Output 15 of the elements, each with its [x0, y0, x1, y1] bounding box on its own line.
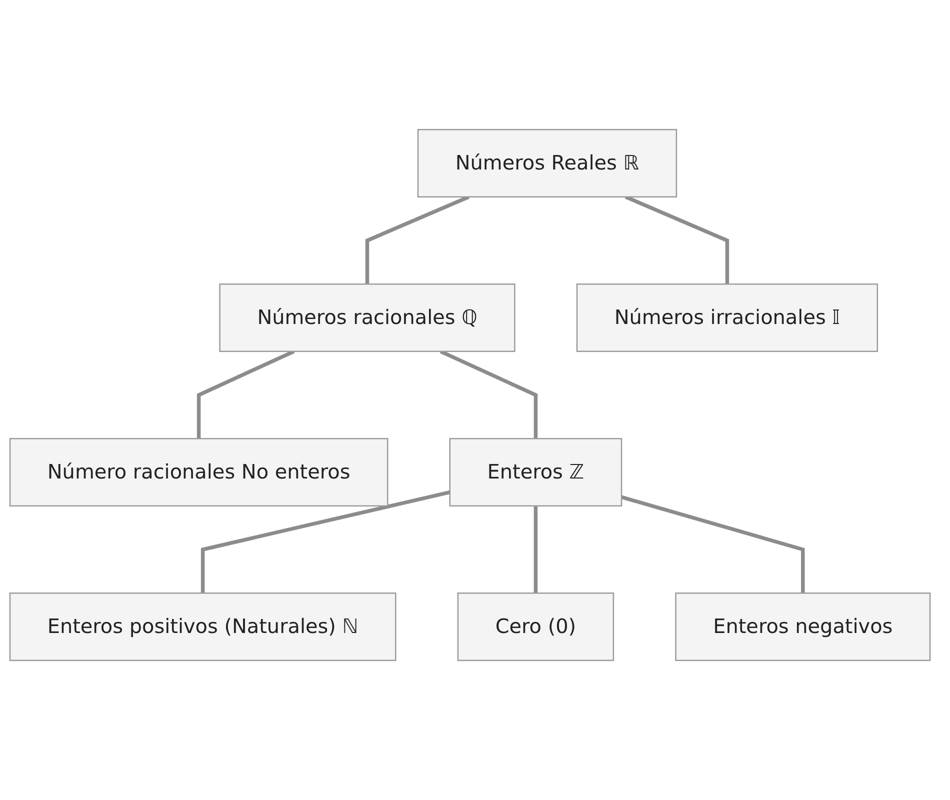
node-box: Número racionales No enteros — [9, 438, 388, 507]
node-box: Enteros positivos (Naturales) ℕ — [9, 592, 396, 662]
connector — [200, 490, 450, 594]
connector — [624, 195, 730, 284]
connector — [365, 195, 470, 284]
node-box: Cero (0) — [457, 592, 614, 662]
connector — [196, 350, 295, 439]
node-box: Números Reales ℝ — [417, 128, 678, 198]
node-box: Números irracionales 𝕀 — [576, 283, 878, 352]
node-box: Enteros ℤ — [449, 438, 622, 507]
connector — [621, 495, 805, 594]
node-box: Números racionales ℚ — [219, 283, 516, 352]
node-box: Enteros negativos — [675, 592, 931, 662]
connector — [440, 350, 538, 439]
connector — [534, 506, 538, 594]
